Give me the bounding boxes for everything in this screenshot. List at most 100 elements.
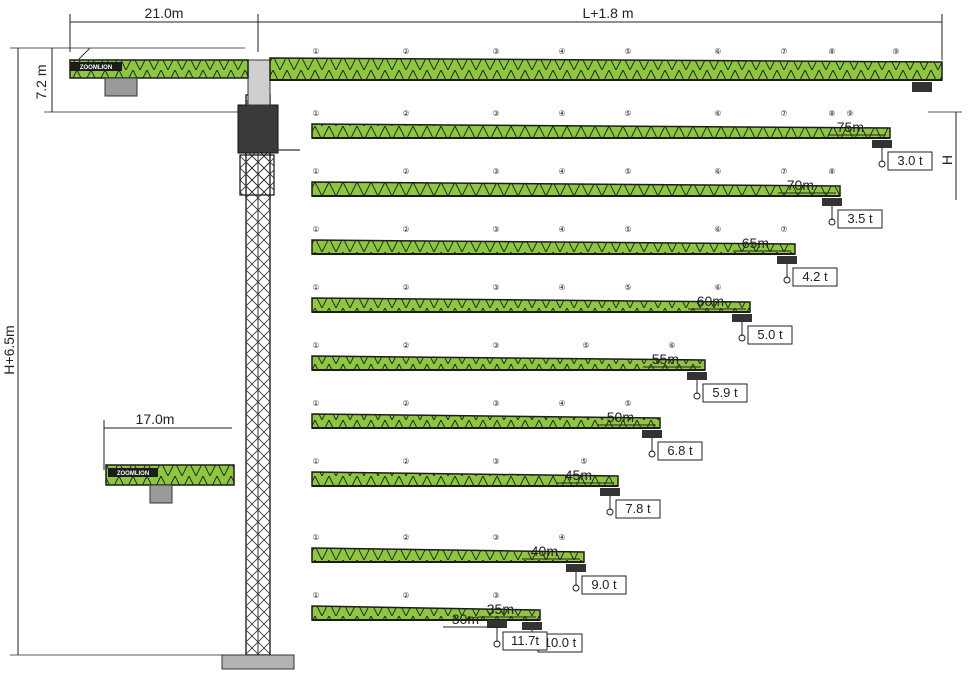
jib-section-number: ⑤ xyxy=(582,341,589,350)
jib-section-number: ② xyxy=(402,341,409,350)
total-height-label: H+6.5m xyxy=(1,325,17,374)
jib-section-number: ⑥ xyxy=(714,225,721,234)
top-height-label: 7.2 m xyxy=(33,64,49,99)
jib-section-number: ④ xyxy=(558,167,565,176)
tip-load-value: 11.7t xyxy=(511,633,539,648)
dimension-top-height: 7.2 m xyxy=(33,48,250,113)
trolley xyxy=(487,620,507,628)
trolley xyxy=(872,140,892,148)
jib-length-label: 30m xyxy=(452,611,479,627)
jib-lattice xyxy=(312,240,795,254)
counterweight-lower xyxy=(149,484,173,504)
trolley xyxy=(822,198,842,206)
jib-section-number: ⑦ xyxy=(780,225,787,234)
tip-load-box xyxy=(792,267,838,287)
hook-block xyxy=(783,276,791,284)
trolley xyxy=(642,430,662,438)
hook-block xyxy=(648,450,656,458)
jib-section-number: ② xyxy=(402,167,409,176)
main-jib-section-number: ③ xyxy=(492,47,499,56)
dimension-total-height: H+6.5m xyxy=(1,47,245,656)
mast-base xyxy=(221,654,295,670)
trolley xyxy=(522,622,542,630)
dimension-jib: L+1.8 m xyxy=(258,5,943,60)
hook-block xyxy=(606,508,614,516)
counter-jib-lower: 17.0m ZOOMLION xyxy=(103,411,235,504)
hook-block xyxy=(493,640,501,648)
jib-section-number: ⑦ xyxy=(780,167,787,176)
jib-section-number: ④ xyxy=(558,399,565,408)
tip-load-box xyxy=(702,383,748,403)
tip-load-value: 3.5 t xyxy=(847,211,873,226)
counter-jib-length-label: 21.0m xyxy=(145,5,184,21)
tip-load-box xyxy=(837,209,883,229)
jib-section-number: ⑦ xyxy=(780,109,787,118)
jib-section-number: ② xyxy=(402,591,409,600)
slewing-unit xyxy=(237,104,279,154)
trolley xyxy=(777,256,797,264)
trolley xyxy=(687,372,707,380)
jib-section-number: ③ xyxy=(492,399,499,408)
jib-section-number: ① xyxy=(312,533,319,542)
jib-config-30m: 30m 11.7t xyxy=(443,611,548,651)
jib-section-number: ① xyxy=(312,341,319,350)
jib-lattice xyxy=(312,414,660,428)
main-jib-section-number: ② xyxy=(402,47,409,56)
jib-section-number: ⑤ xyxy=(580,457,587,466)
dimension-hook-height: H xyxy=(928,111,962,200)
jib-length-label: 60m xyxy=(697,293,724,309)
cab xyxy=(247,59,271,106)
jib-length-label: 75m xyxy=(837,119,864,135)
jib-section-number: ① xyxy=(312,399,319,408)
jib-section-number: ① xyxy=(312,167,319,176)
jib-section-number: ② xyxy=(402,225,409,234)
jib-lattice xyxy=(312,298,750,312)
jib-section-number: ③ xyxy=(492,109,499,118)
jib-section-number: ⑧ xyxy=(828,109,835,118)
jib-section-number: ⑥ xyxy=(714,283,721,292)
main-jib-section-number: ⑦ xyxy=(780,47,787,56)
jib-section-number: ⑤ xyxy=(624,109,631,118)
jib-lattice xyxy=(312,548,584,562)
jib-length-label: 35m xyxy=(487,601,514,617)
brand-plate-top xyxy=(70,62,122,71)
trolley xyxy=(566,564,586,572)
jib-section-number: ③ xyxy=(492,457,499,466)
jib-section-number: ① xyxy=(312,283,319,292)
jib-section-number: ④ xyxy=(558,283,565,292)
tip-load-value: 7.8 t xyxy=(625,501,651,516)
jib-section-number: ④ xyxy=(558,533,565,542)
tower-mast xyxy=(221,59,300,670)
jib-lattice xyxy=(312,124,890,138)
jib-section-number: ③ xyxy=(492,283,499,292)
jib-lattice xyxy=(312,356,705,370)
jib-section-number: ② xyxy=(402,399,409,408)
tip-load-value: 5.0 t xyxy=(757,327,783,342)
jib-section-number: ⑤ xyxy=(624,167,631,176)
jib-lattice xyxy=(312,472,618,486)
jib-section-number: ⑨ xyxy=(846,109,853,118)
jib-section-number: ② xyxy=(402,533,409,542)
jib-section-number: ① xyxy=(312,109,319,118)
brand-label-lower: ZOOMLION xyxy=(117,471,149,477)
main-jib-section-number: ① xyxy=(312,47,319,56)
jib-section-number: ③ xyxy=(492,591,499,600)
main-jib-trolley xyxy=(912,82,932,92)
jib-section-number: ④ xyxy=(558,109,565,118)
jib-section-number: ③ xyxy=(492,341,499,350)
main-jib-section-number: ⑥ xyxy=(714,47,721,56)
tip-load-box xyxy=(581,575,627,595)
jib-section-number: ⑥ xyxy=(668,341,675,350)
tip-load-value: 3.0 t xyxy=(897,153,923,168)
hook-block xyxy=(878,160,886,168)
jib-length-label: 50m xyxy=(607,409,634,425)
tip-load-value: 6.8 t xyxy=(667,443,693,458)
